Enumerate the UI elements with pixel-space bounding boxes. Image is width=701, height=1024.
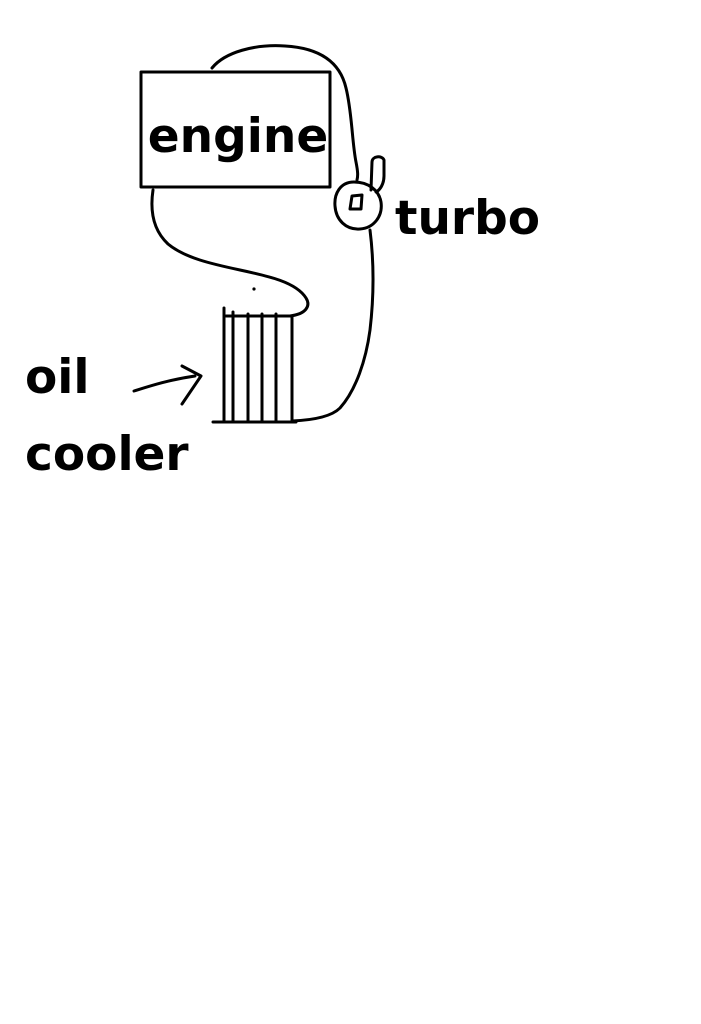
oil-cooler-label-line1: oil bbox=[25, 350, 90, 405]
oil-line-engine-to-turbo bbox=[210, 44, 360, 182]
turbo-core-icon bbox=[348, 193, 364, 211]
turbo-housing bbox=[333, 180, 383, 231]
oil-cooler-radiator bbox=[211, 306, 298, 424]
line-dot bbox=[252, 287, 256, 291]
arrow-icon bbox=[132, 364, 203, 406]
turbo-label: turbo bbox=[395, 191, 540, 246]
engine-label: engine bbox=[148, 109, 328, 164]
oil-line-engine-to-cooler bbox=[150, 188, 310, 318]
oil-cooler-label-line2: cooler bbox=[25, 427, 189, 482]
engine-box bbox=[139, 70, 332, 189]
turbo-outlet bbox=[369, 155, 386, 194]
oil-line-turbo-to-cooler bbox=[290, 228, 375, 423]
